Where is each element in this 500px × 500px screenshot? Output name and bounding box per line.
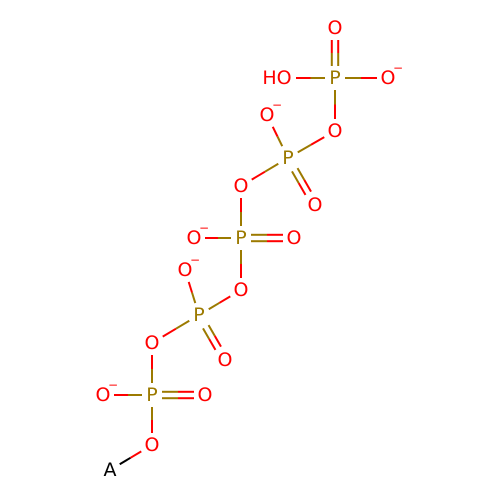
- atom-label: O: [328, 17, 343, 39]
- bond-p2-o2b-double-1-half-1: [208, 338, 217, 351]
- atom-label: O: [187, 227, 202, 249]
- atom-o4b: O: [308, 194, 323, 216]
- atom-p5: P: [329, 67, 340, 89]
- atom-p2: P: [193, 304, 204, 326]
- bond-o4-p4-half-1: [264, 162, 279, 173]
- bond-o4-p4-half-0: [251, 170, 266, 181]
- atom-label: P: [146, 384, 157, 406]
- atom-label: O: [287, 227, 302, 249]
- bond-a_A-o1-half-1: [129, 450, 142, 459]
- bond-p4-o4a-half-0: [276, 136, 284, 147]
- atom-o5h: HO: [262, 67, 291, 89]
- bonds-layer: [114, 40, 377, 466]
- bond-o2-p2-half-0: [162, 327, 177, 338]
- atom-o1b: O: [198, 384, 213, 406]
- atom-label: O: [218, 349, 233, 371]
- atom-o5a: O−: [381, 61, 404, 89]
- bond-p4-o4b-double-0-half-0: [296, 167, 306, 181]
- atom-o2b: O: [218, 349, 233, 371]
- bond-p2-o2b-double-0-half-0: [207, 324, 216, 337]
- atom-o5b: O: [328, 17, 343, 39]
- atom-label: A: [104, 459, 117, 481]
- atom-o3b: O: [287, 227, 302, 249]
- atom-label: O: [178, 259, 193, 281]
- atom-label: O: [96, 384, 111, 406]
- atom-label: O: [234, 279, 249, 301]
- atom-label: O: [328, 120, 343, 142]
- atom-o3a: O−: [187, 221, 210, 249]
- charge-label: −: [199, 221, 209, 235]
- bond-p4-o4b-double-0-half-1: [303, 179, 312, 193]
- bond-a_A-o1-half-0: [119, 456, 132, 466]
- bond-p2-o3-half-0: [208, 301, 221, 311]
- atom-o4a: O−: [260, 98, 283, 126]
- atom-label: O: [308, 194, 323, 216]
- atom-o2a: O−: [178, 253, 201, 281]
- atom-label: O: [145, 434, 160, 456]
- bond-p2-o3-half-1: [218, 295, 231, 304]
- atom-label: HO: [262, 67, 291, 89]
- atom-o5: O: [328, 120, 343, 142]
- atom-a_A: A: [104, 459, 117, 481]
- bond-p4-o4b-double-1-half-0: [291, 170, 300, 184]
- atom-label: P: [282, 147, 293, 169]
- atom-label: P: [193, 304, 204, 326]
- bond-p2-o2a-half-0: [191, 292, 197, 304]
- atom-o1: O: [145, 434, 160, 456]
- charge-label: −: [272, 98, 282, 112]
- bond-p4-o5-half-1: [310, 136, 325, 146]
- charge-label: −: [108, 378, 118, 392]
- charge-label: −: [393, 61, 403, 75]
- bond-p2-o2a-half-1: [187, 281, 193, 293]
- atom-label: O: [198, 384, 213, 406]
- bond-o2-p2-half-1: [175, 319, 190, 330]
- atom-o2: O: [145, 332, 160, 354]
- atom-label: P: [329, 67, 340, 89]
- atom-label: O: [145, 332, 160, 354]
- charge-label: −: [190, 253, 200, 267]
- bond-p4-o4b-double-1-half-1: [297, 182, 307, 196]
- atom-label: O: [260, 104, 275, 126]
- bond-p4-o4a-half-1: [271, 126, 279, 137]
- atom-p4: P: [282, 147, 293, 169]
- atom-p3: P: [235, 227, 246, 249]
- atom-o1a: O−: [96, 378, 119, 406]
- bond-p4-o5-half-0: [297, 143, 312, 154]
- atom-o4: O: [234, 175, 249, 197]
- bond-p2-o2b-double-0-half-1: [213, 335, 222, 348]
- atom-o3: O: [234, 279, 249, 301]
- atom-label: O: [381, 67, 396, 89]
- atom-p1: P: [146, 384, 157, 406]
- bond-p2-o2b-double-1-half-0: [202, 327, 211, 340]
- atom-label: P: [235, 227, 246, 249]
- atom-label: O: [234, 175, 249, 197]
